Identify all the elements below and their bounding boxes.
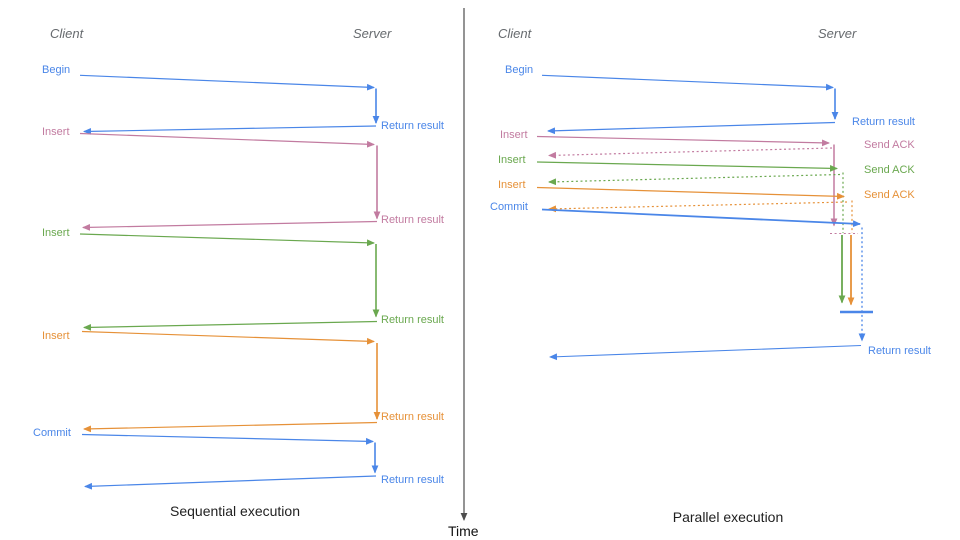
seq-commit-label: Commit — [33, 427, 71, 439]
seq-begin-arrows — [79, 74, 380, 135]
request-line — [79, 233, 375, 247]
return-line — [83, 421, 378, 433]
request-line — [79, 74, 375, 91]
request-line — [81, 330, 375, 345]
seq-return-result-label: Return result — [381, 314, 444, 326]
return-line — [83, 320, 378, 331]
right-client-header: Client — [498, 26, 532, 41]
seq-insert2-label: Insert — [42, 227, 70, 239]
par-insert3-label: Insert — [498, 179, 526, 191]
request-line — [541, 208, 861, 228]
par-begin-arrows — [541, 74, 839, 135]
par-insert3-arrows — [536, 186, 855, 306]
seq-return-result-label: Return result — [381, 120, 444, 132]
request-line — [541, 74, 834, 91]
par-return-result-label: Return result — [868, 345, 931, 357]
par-insert2-arrows — [536, 161, 846, 304]
parallel-caption: Parallel execution — [672, 509, 784, 525]
par-insert1-label: Insert — [500, 129, 528, 141]
ack-line — [548, 201, 848, 213]
seq-return-result-label: Return result — [381, 411, 444, 423]
seq-insert1-arrows — [79, 132, 381, 231]
request-line — [536, 186, 845, 200]
request-line — [536, 135, 830, 147]
left-client-header: Client — [50, 26, 84, 41]
return-line — [549, 344, 862, 361]
seq-insert3-label: Insert — [42, 330, 70, 342]
par-send-ack-label: Send ACK — [864, 139, 915, 151]
request-line — [79, 132, 375, 148]
par-insert2-label: Insert — [498, 154, 526, 166]
par-send-ack-label: Send ACK — [864, 189, 915, 201]
left-server-header: Server — [353, 26, 392, 41]
request-line — [536, 161, 838, 172]
time-axis-label: Time — [448, 523, 479, 539]
par-send-ack-label: Send ACK — [864, 164, 915, 176]
par-begin-label: Begin — [505, 64, 534, 76]
seq-insert3-arrows — [81, 330, 381, 433]
sequential-caption: Sequential execution — [170, 503, 300, 519]
ack-line — [548, 173, 841, 186]
return-line — [82, 220, 378, 231]
par-return-result-label: Return result — [852, 116, 915, 128]
right-server-header: Server — [818, 26, 857, 41]
seq-begin-label: Begin — [42, 64, 71, 76]
request-line — [81, 433, 374, 445]
seq-insert2-arrows — [79, 233, 380, 331]
return-line — [83, 125, 377, 135]
ack-line — [548, 147, 833, 159]
seq-return-result-label: Return result — [381, 474, 444, 486]
seq-return-result-label: Return result — [381, 214, 444, 226]
par-commit-label: Commit — [490, 201, 528, 213]
par-insert1-arrows — [536, 135, 858, 235]
return-line — [547, 121, 836, 135]
return-line — [84, 475, 377, 490]
par-commit-arrows — [541, 208, 873, 361]
seq-insert1-label: Insert — [42, 126, 70, 138]
seq-commit-arrows — [81, 433, 379, 490]
